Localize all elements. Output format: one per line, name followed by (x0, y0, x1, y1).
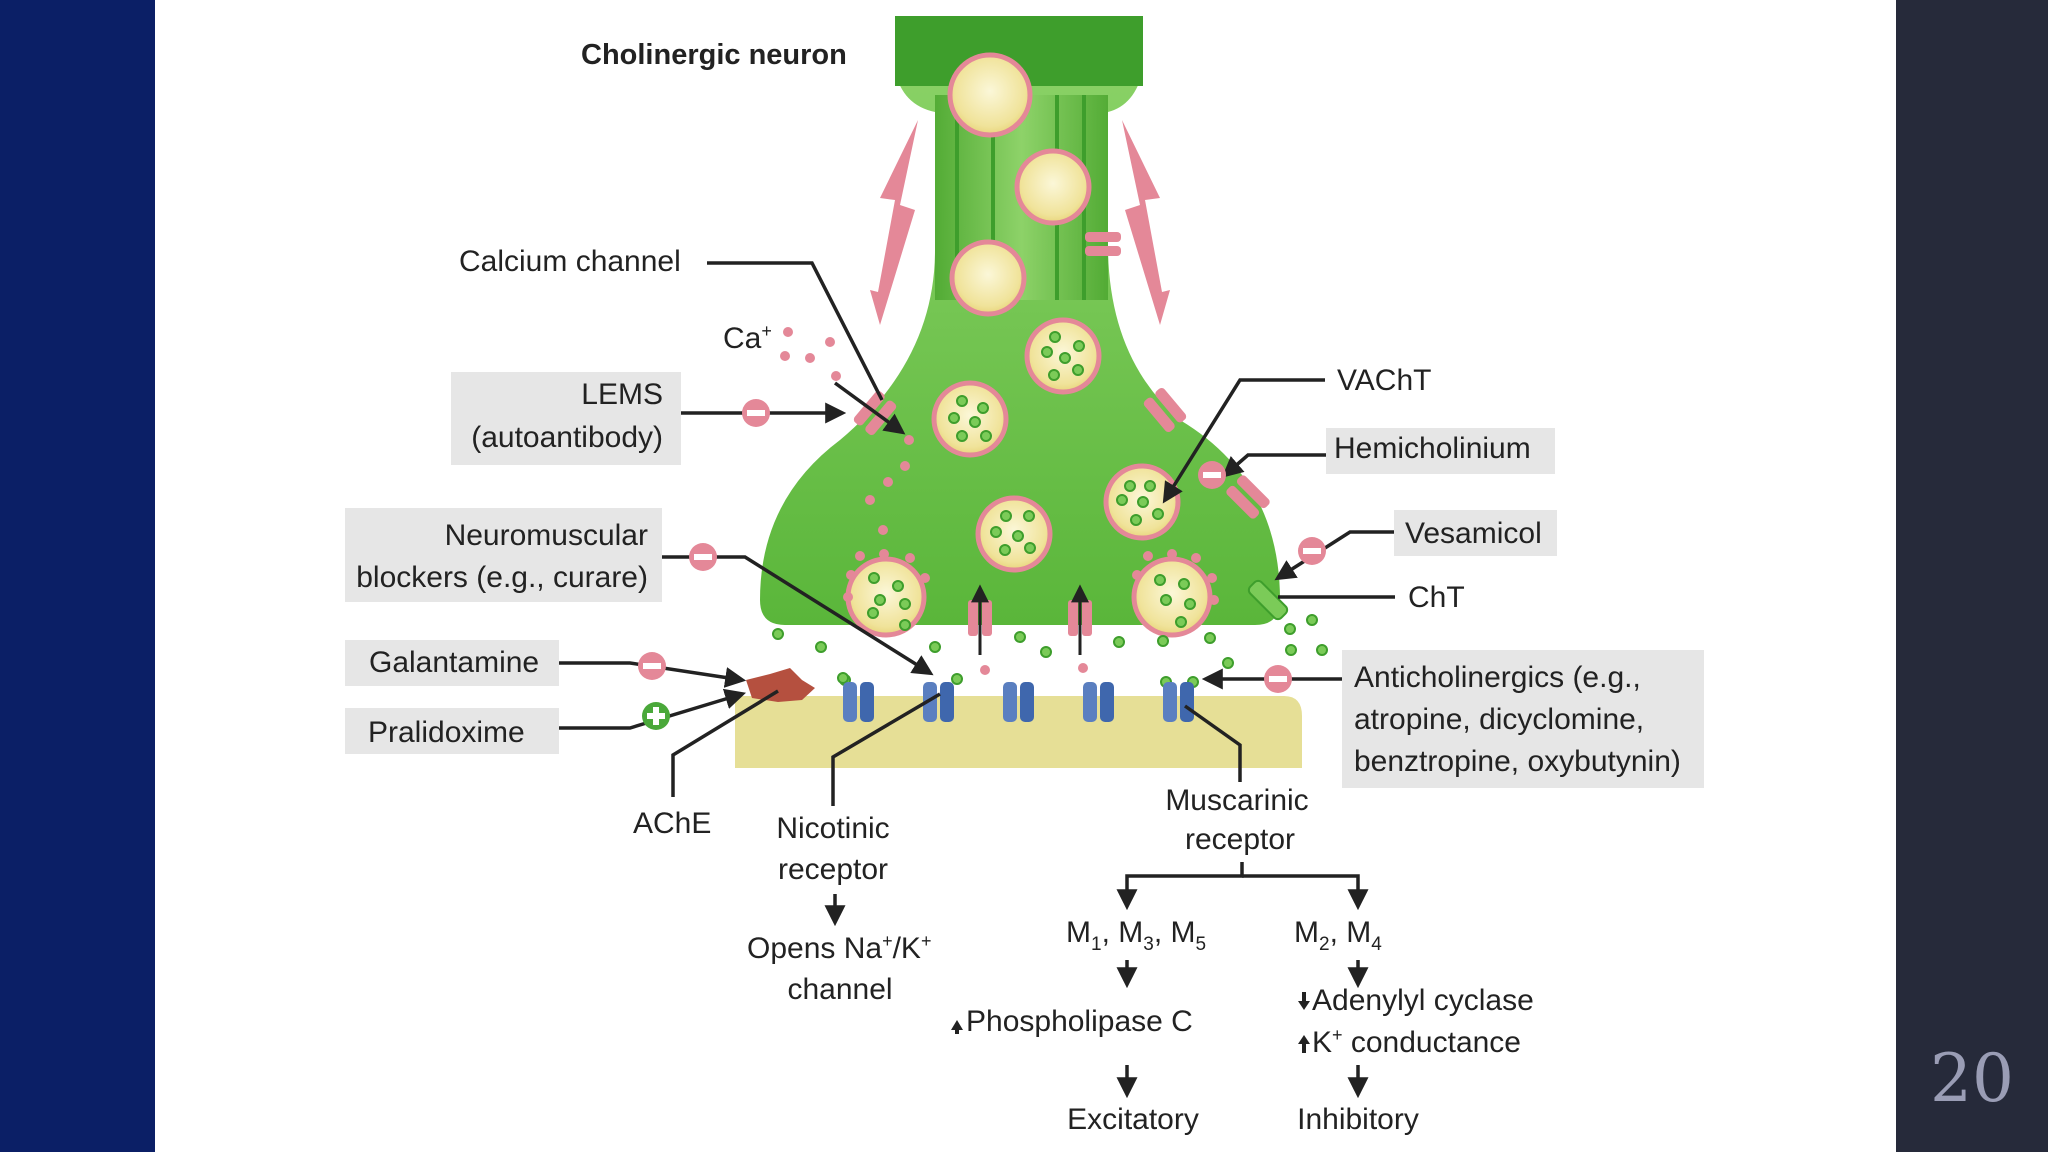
presynaptic-autoreceptor-left (968, 600, 992, 636)
vesicle-fusing-left (843, 549, 930, 638)
anticholinergics-label-line2: atropine, dicyclomine, (1354, 703, 1644, 736)
calcium-ion-label: Ca+ (723, 321, 772, 355)
nicotinic-receptor-4 (1083, 682, 1114, 722)
vesicle-filled-1 (1024, 317, 1102, 395)
nicotinic-receptor-3 (1003, 682, 1034, 722)
anticholinergics-label-box (1342, 650, 1704, 788)
nicotinic-label-line1: Nicotinic (776, 812, 889, 845)
action-potential-bolt-right (1122, 120, 1170, 325)
vesicle-fusing-right (1131, 549, 1219, 638)
k-conductance-label: K+ conductance (1312, 1025, 1521, 1059)
hemicholinium-inhibit-icon (1198, 461, 1226, 489)
hemicholinium-label: Hemicholinium (1334, 432, 1531, 465)
vesicle-filled-3 (975, 495, 1053, 573)
calcium-channel-label: Calcium channel (459, 245, 681, 278)
nicotinic-effect-line1: Opens Na+/K+ (747, 931, 931, 965)
lems-label-line1: LEMS (581, 378, 663, 411)
nm-blockers-inhibit-icon (689, 543, 717, 571)
nm-blockers-label-line2: blockers (e.g., curare) (356, 561, 648, 594)
postsynaptic-membrane (735, 696, 1302, 768)
m1-m3-m5-label: M1, M3, M5 (1066, 916, 1206, 955)
galantamine-inhibit-icon (638, 652, 666, 680)
nicotinic-effect-line2: channel (787, 973, 892, 1006)
page-number: 20 (1930, 1040, 2014, 1117)
up-arrow-icon-phospholipase (951, 1020, 963, 1034)
lems-inhibit-icon (742, 399, 770, 427)
calcium-ions (780, 327, 1088, 675)
pralidoxime-activate-icon (642, 702, 670, 730)
ache-enzyme (746, 668, 815, 702)
nicotinic-label-line2: receptor (778, 853, 888, 886)
lems-label-line2: (autoantibody) (471, 421, 663, 454)
pralidoxime-label-box (345, 708, 559, 754)
vesamicol-label-box (1394, 510, 1557, 556)
autoreceptor-arrows (971, 584, 1089, 655)
pralidoxime-label: Pralidoxime (368, 716, 525, 749)
left-sidebar-bar (0, 0, 155, 1152)
vesicle-empty-2 (1014, 148, 1092, 226)
lems-label-box (451, 372, 681, 465)
ache-label: AChE (633, 807, 711, 840)
up-arrow-icon-k-conductance (1298, 1035, 1310, 1053)
right-sidebar-bar (1896, 0, 2048, 1152)
inhibitory-label: Inhibitory (1297, 1103, 1419, 1136)
muscarinic-label-line1: Muscarinic (1165, 784, 1308, 817)
cht-transporter-shape (1247, 579, 1289, 621)
action-potential-bolt-left (870, 120, 918, 325)
anticholinergics-inhibit-icon (1264, 665, 1292, 693)
vesamicol-inhibit-icon (1298, 537, 1326, 565)
acetylcholine-molecules (772, 607, 1328, 688)
calcium-channel-right-shape (1143, 387, 1187, 433)
vesicle-filled-2 (931, 380, 1009, 458)
presynaptic-autoreceptor-right (1068, 600, 1092, 636)
galantamine-label: Galantamine (369, 646, 539, 679)
nicotinic-receptor-2 (923, 682, 954, 722)
phospholipase-c-label: Phospholipase C (966, 1005, 1193, 1038)
adenylyl-cyclase-label: Adenylyl cyclase (1312, 984, 1534, 1017)
m2-m4-label: M2, M4 (1294, 916, 1382, 955)
anticholinergics-label-line1: Anticholinergics (e.g., (1354, 661, 1641, 694)
axon-channel-shape (1085, 232, 1121, 256)
anticholinergics-label-line3: benztropine, oxybutynin) (1354, 745, 1681, 778)
vesamicol-label: Vesamicol (1405, 517, 1542, 550)
excitatory-label: Excitatory (1067, 1103, 1199, 1136)
down-arrow-icon-adenylyl (1298, 992, 1310, 1010)
nm-blockers-label-line1: Neuromuscular (445, 519, 648, 552)
vacht-label: VAChT (1337, 364, 1431, 397)
nm-blockers-label-box (345, 508, 662, 602)
nicotinic-receptor-1 (843, 682, 874, 722)
vesicle-empty-1 (947, 52, 1033, 138)
hemicholinium-label-box (1326, 428, 1555, 474)
vacht-transporter-shape (1226, 475, 1270, 519)
galantamine-label-box (345, 640, 559, 686)
vesicle-filled-4 (1103, 463, 1181, 541)
muscarinic-label-line2: receptor (1185, 823, 1295, 856)
vesicle-empty-3 (949, 239, 1027, 317)
cht-label: ChT (1408, 581, 1465, 614)
diagram-title: Cholinergic neuron (581, 39, 847, 71)
